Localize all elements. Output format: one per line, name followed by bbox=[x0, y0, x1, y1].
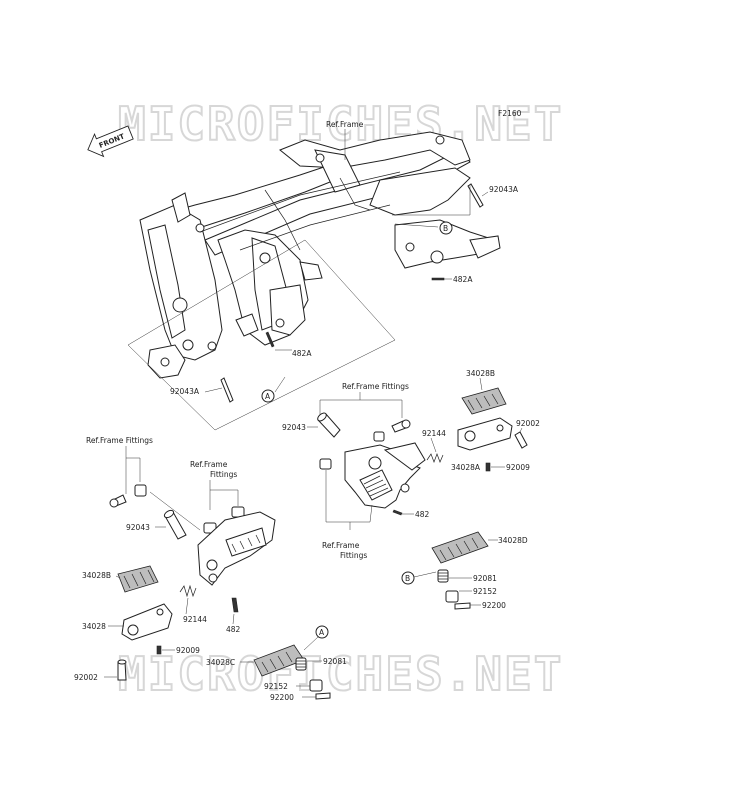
label-34028C: 34028C bbox=[206, 658, 235, 667]
part-482A-mid: 482A bbox=[265, 331, 312, 358]
label-92002-right: 92002 bbox=[516, 419, 540, 428]
label-92002-left: 92002 bbox=[74, 673, 98, 682]
label-92081-bottom: 92081 bbox=[323, 657, 347, 666]
label-92200-right: 92200 bbox=[482, 601, 506, 610]
svg-text:B: B bbox=[405, 574, 410, 583]
part-482A-top: 482A bbox=[431, 275, 473, 284]
label-92043A-top: 92043A bbox=[489, 185, 519, 194]
part-34028D: 34028D bbox=[431, 531, 528, 564]
label-34028A: 34028A bbox=[451, 463, 481, 472]
part-92009-right: 92009 bbox=[485, 462, 530, 472]
label-34028D: 34028D bbox=[498, 536, 528, 545]
svg-text:A: A bbox=[265, 392, 271, 401]
front-arrow-icon: FRONT bbox=[87, 125, 134, 158]
part-34028B-right: 34028B bbox=[461, 369, 507, 415]
label-482A-mid: 482A bbox=[292, 349, 312, 358]
part-92200-bottom: 92200 bbox=[270, 692, 331, 702]
part-fitting-bolt-left bbox=[109, 484, 147, 508]
watermark-bottom: MICROFICHES.NET bbox=[118, 647, 563, 701]
label-34028B-right: 34028B bbox=[466, 369, 495, 378]
callout-a-lower: A bbox=[303, 625, 329, 651]
label-34028: 34028 bbox=[82, 622, 106, 631]
callout-b-frame: B bbox=[394, 221, 453, 235]
ref-frame-fittings-mid-l1: Ref.Frame bbox=[190, 460, 228, 469]
callout-b-lower: B bbox=[401, 571, 437, 585]
label-92043-mid: 92043 bbox=[282, 423, 306, 432]
part-92144-left: 92144 bbox=[179, 584, 207, 624]
part-92152-bottom: 92152 bbox=[264, 679, 323, 692]
label-92200-bottom: 92200 bbox=[270, 693, 294, 702]
label-482-left: 482 bbox=[226, 625, 241, 634]
part-92081-bottom: 92081 bbox=[295, 657, 347, 671]
part-92043A-top: 92043A bbox=[467, 183, 519, 208]
label-92081-right: 92081 bbox=[473, 574, 497, 583]
label-92144-left: 92144 bbox=[183, 615, 207, 624]
part-92152-right: 92152 bbox=[445, 587, 497, 603]
label-92144-right: 92144 bbox=[422, 429, 446, 438]
part-482-left: 482 bbox=[226, 597, 241, 634]
part-92144-right: 92144 bbox=[422, 429, 446, 463]
svg-text:B: B bbox=[443, 224, 448, 233]
label-92043A-left: 92043A bbox=[170, 387, 200, 396]
part-fitting-washer-bolt bbox=[373, 419, 411, 442]
label-482-mid: 482 bbox=[415, 510, 430, 519]
label-482A-top: 482A bbox=[453, 275, 473, 284]
part-92081-right: 92081 bbox=[437, 569, 497, 583]
watermark-top: MICROFICHES.NET bbox=[118, 97, 563, 151]
part-92043-mid: 92043 bbox=[282, 412, 341, 438]
part-92002-left: 92002 bbox=[74, 659, 127, 682]
frame-assembly bbox=[139, 131, 501, 379]
diagram-id: F2160 bbox=[498, 109, 522, 118]
part-34028B-left: 34028B bbox=[82, 565, 159, 593]
label-92043-left: 92043 bbox=[126, 523, 150, 532]
ref-frame-fittings-mid-l2: Fittings bbox=[210, 470, 237, 479]
part-34028-left: 34028 bbox=[82, 603, 173, 641]
part-482-mid: 482 bbox=[392, 509, 430, 519]
ref-frame-fittings-top-label: Ref.Frame Fittings bbox=[342, 382, 409, 391]
label-92152-bottom: 92152 bbox=[264, 682, 288, 691]
label-92152-right: 92152 bbox=[473, 587, 497, 596]
part-fitting-washer-lower bbox=[319, 458, 332, 470]
footrest-bracket-left bbox=[197, 506, 276, 586]
callout-a-frame: A bbox=[261, 376, 286, 403]
ref-frame-fittings-bottom-l1: Ref.Frame bbox=[322, 541, 360, 550]
part-92002-right: 92002 bbox=[514, 419, 540, 449]
part-92009-left: 92009 bbox=[156, 645, 200, 655]
label-92009-right: 92009 bbox=[506, 463, 530, 472]
label-92009-left: 92009 bbox=[176, 646, 200, 655]
ref-frame-fittings-bottom-l2: Fittings bbox=[340, 551, 367, 560]
ref-frame-fittings-left-label: Ref.Frame Fittings bbox=[86, 436, 153, 445]
part-92043A-left: 92043A bbox=[170, 377, 234, 403]
label-34028B-left: 34028B bbox=[82, 571, 111, 580]
part-34028A: 34028A bbox=[451, 417, 513, 472]
part-92200-right: 92200 bbox=[454, 601, 506, 610]
ref-frame-label: Ref.Frame bbox=[326, 120, 364, 129]
svg-text:A: A bbox=[319, 628, 325, 637]
part-92043-left: 92043 bbox=[126, 509, 187, 540]
footrest-bracket-right bbox=[344, 442, 426, 509]
